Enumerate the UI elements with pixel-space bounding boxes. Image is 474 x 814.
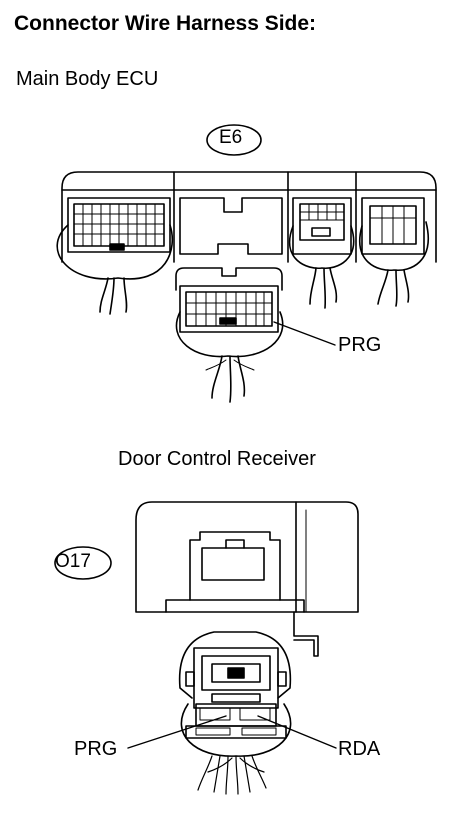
ecu-middle-connector <box>180 198 282 254</box>
e6-code-bubble <box>207 125 261 155</box>
main-body-ecu-title: Main Body ECU <box>16 68 159 90</box>
ecu-left-connector <box>57 198 172 314</box>
ecu-lower-connector <box>176 268 283 402</box>
receiver-rda-label: RDA <box>338 738 381 760</box>
prg-leader-line-ecu <box>274 322 335 345</box>
receiver-prg-label: PRG <box>74 738 118 760</box>
page-title: Connector Wire Harness Side: <box>14 12 317 35</box>
rda-leader-line-receiver <box>258 716 336 748</box>
main-body-prg-label: PRG <box>338 334 382 356</box>
ecu-right-center-connector <box>290 198 354 308</box>
o17-connector-code: O17 <box>55 551 91 572</box>
door-control-receiver-body <box>136 502 358 656</box>
ecu-right-connector <box>360 198 428 306</box>
e6-connector-code: E6 <box>219 127 243 148</box>
door-control-receiver-title: Door Control Receiver <box>118 448 316 470</box>
main-body-ecu-housing <box>62 172 436 262</box>
o17-code-bubble <box>55 547 111 579</box>
receiver-plug <box>180 632 291 794</box>
prg-leader-line-receiver <box>128 716 226 748</box>
